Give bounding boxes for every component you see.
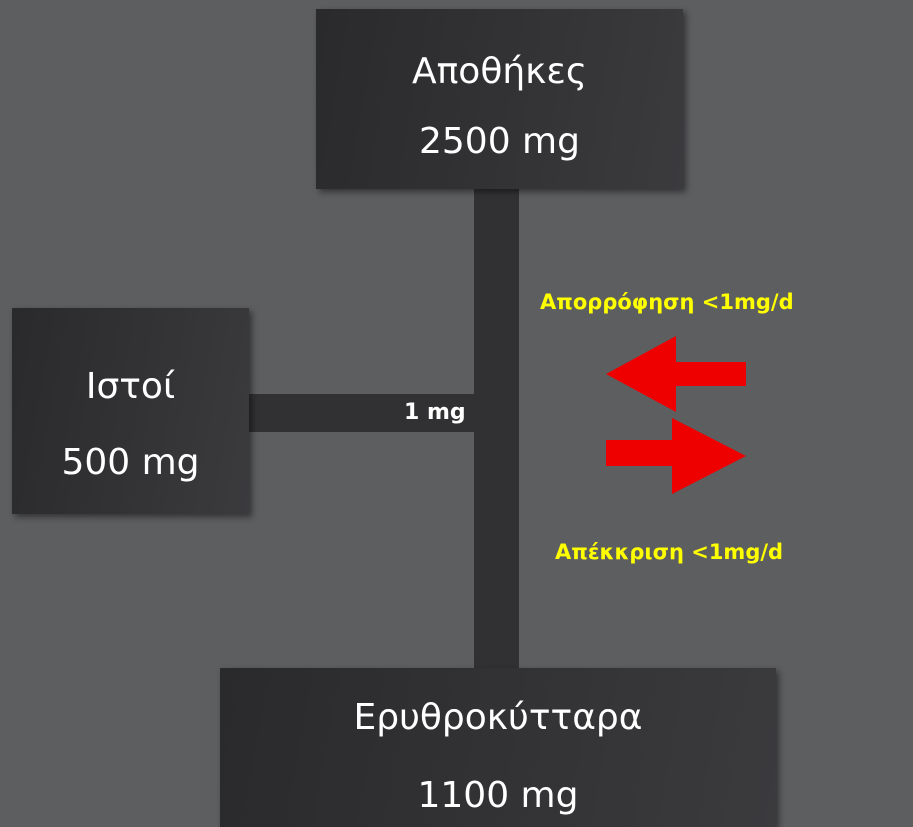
horizontal-connector (246, 394, 476, 432)
depots-amount: 2500 mg (419, 121, 580, 162)
depots-name: Αποθήκες (412, 51, 587, 92)
depots-box: Αποθήκες 2500 mg (316, 9, 683, 189)
arrow-left-icon (606, 336, 746, 412)
erythrocytes-name: Ερυθροκύτταρα (353, 697, 643, 738)
tissues-box: Ιστοί 500 mg (12, 308, 249, 514)
vertical-connector (474, 186, 519, 672)
arrow-right-shape (606, 418, 746, 494)
arrow-left-shape (606, 336, 746, 412)
absorption-label: Απορρόφηση <1mg/d (540, 290, 794, 314)
flow-label: 1 mg (404, 400, 466, 425)
tissues-name: Ιστοί (85, 366, 176, 407)
erythrocytes-box: Ερυθροκύτταρα 1100 mg (220, 668, 776, 827)
arrow-right-icon (606, 418, 746, 494)
excretion-label: Απέκκριση <1mg/d (555, 540, 784, 564)
erythrocytes-amount: 1100 mg (417, 775, 579, 816)
tissues-amount: 500 mg (61, 442, 200, 483)
